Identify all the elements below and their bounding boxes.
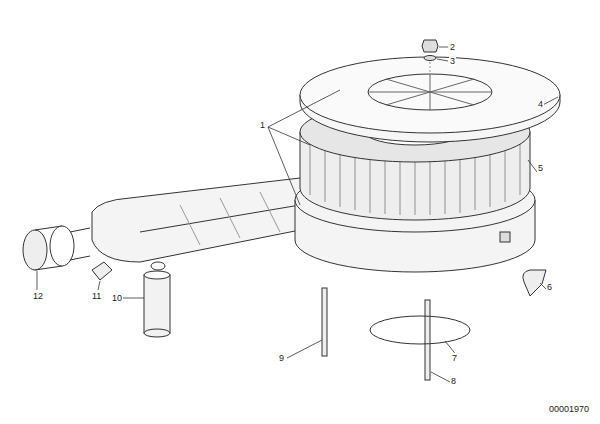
- callout-number: 5: [537, 163, 544, 173]
- drawing-number: 00001970: [548, 404, 590, 414]
- callout-number: 1: [259, 120, 266, 130]
- callout-number: 2: [449, 42, 456, 52]
- callout-number: 3: [449, 56, 456, 66]
- callout-number: 8: [450, 376, 457, 386]
- callout-number: 4: [537, 99, 544, 109]
- callout-number: 9: [278, 353, 285, 363]
- callout-number: 10: [111, 293, 123, 303]
- callout-number: 11: [91, 291, 102, 301]
- callout-number: 6: [546, 282, 553, 292]
- callout-number: 12: [32, 291, 44, 301]
- callout-number: 7: [451, 353, 458, 363]
